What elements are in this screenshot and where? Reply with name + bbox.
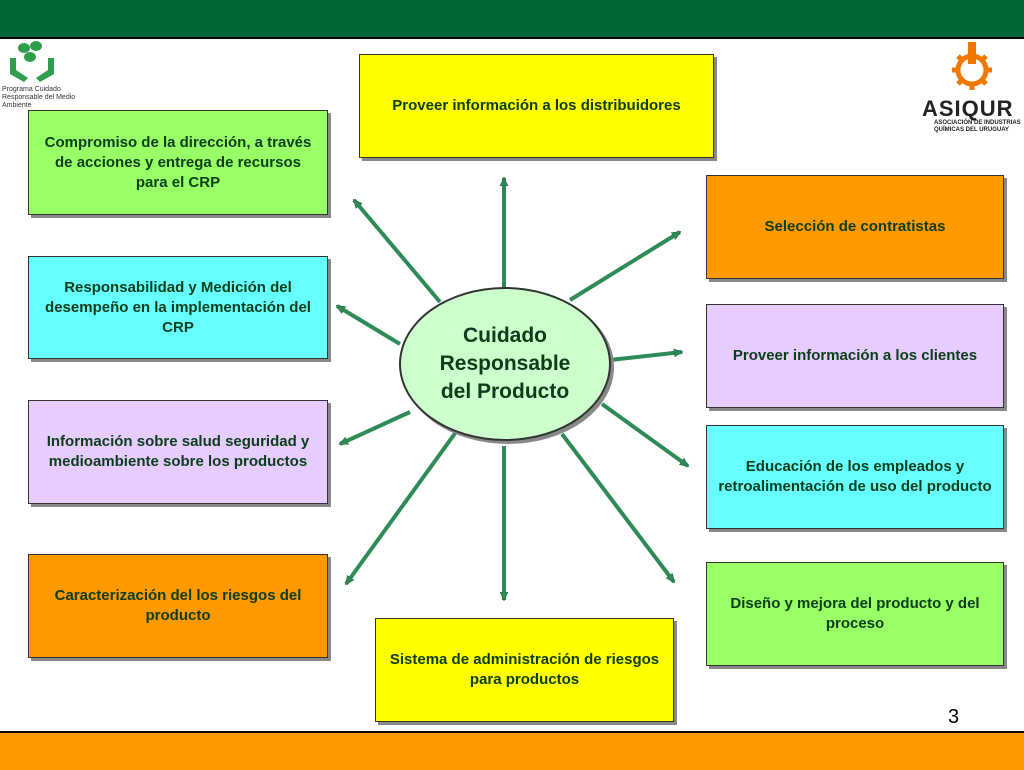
box-compromiso: Compromiso de la dirección, a través de … xyxy=(28,110,328,215)
box-diseno-label: Diseño y mejora del producto y del proce… xyxy=(730,595,980,632)
gear-flask-icon xyxy=(952,42,992,90)
header-bar xyxy=(0,0,1024,39)
box-clientes-label: Proveer información a los clientes xyxy=(732,347,978,364)
arrow-to-caracterizacion xyxy=(344,430,458,584)
center-line-2: Responsable xyxy=(439,352,571,375)
box-clientes: Proveer información a los clientes xyxy=(706,304,1004,408)
box-responsabilidad: Responsabilidad y Medición del desempeño… xyxy=(28,256,328,359)
page-number: 3 xyxy=(948,706,960,728)
hands-leaves-icon xyxy=(10,41,54,82)
arrow-to-responsabilidad xyxy=(337,304,402,346)
center-line-1: Cuidado xyxy=(463,324,547,347)
arrow-to-diseno xyxy=(560,432,676,582)
box-diseno: Diseño y mejora del producto y del proce… xyxy=(706,562,1004,666)
box-distribuidores: Proveer información a los distribuidores xyxy=(359,54,714,158)
box-sistema: Sistema de administración de riesgos par… xyxy=(375,618,674,722)
asiqur-logo: ASIQUR ASOCIACIÓN DE INDUSTRIAS QUÍMICAS… xyxy=(920,40,1024,140)
arrow-to-informacion-salud xyxy=(340,410,411,446)
box-distribuidores-label: Proveer información a los distribuidores xyxy=(392,97,681,114)
footer-bar xyxy=(0,731,1024,770)
arrow-to-contratistas xyxy=(568,230,680,302)
box-sistema-label: Sistema de administración de riesgos par… xyxy=(389,651,660,688)
asiqur-subtitle: ASOCIACIÓN DE INDUSTRIAS QUÍMICAS DEL UR… xyxy=(934,120,1021,133)
programa-cuidado-text: Programa Cuidado Responsable del Medio A… xyxy=(2,86,76,109)
asiqur-title: ASIQUR xyxy=(922,96,1014,121)
box-educacion-label: Educación de los empleados y retroalimen… xyxy=(718,458,992,495)
center-cuidado-responsable: Cuidado Responsable del Producto xyxy=(399,287,611,441)
box-contratistas: Selección de contratistas xyxy=(706,175,1004,279)
box-informacion-salud: Información sobre salud seguridad y medi… xyxy=(28,400,328,504)
box-educacion: Educación de los empleados y retroalimen… xyxy=(706,425,1004,529)
arrow-to-clientes xyxy=(609,352,682,362)
box-responsabilidad-label: Responsabilidad y Medición del desempeño… xyxy=(45,278,311,336)
box-informacion-salud-label: Información sobre salud seguridad y medi… xyxy=(46,433,310,470)
box-compromiso-label: Compromiso de la dirección, a través de … xyxy=(44,133,312,191)
arrow-to-compromiso xyxy=(352,198,442,304)
box-contratistas-label: Selección de contratistas xyxy=(764,218,946,235)
arrow-to-educacion xyxy=(600,402,688,468)
center-line-3: del Producto xyxy=(440,380,570,403)
box-caracterizacion: Caracterización del los riesgos del prod… xyxy=(28,554,328,658)
box-caracterizacion-label: Caracterización del los riesgos del prod… xyxy=(54,587,302,624)
programa-cuidado-logo: Programa Cuidado Responsable del Medio A… xyxy=(2,40,98,110)
